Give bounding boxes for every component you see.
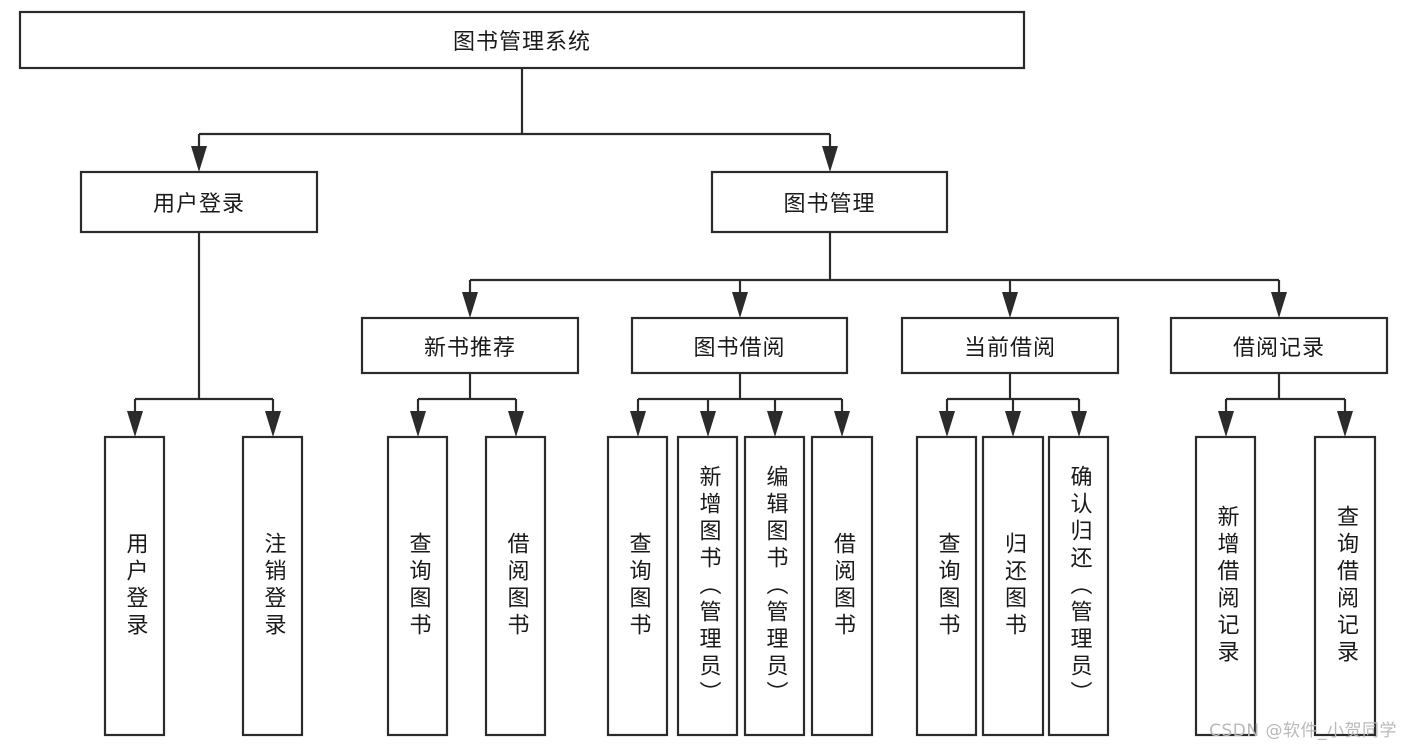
node-box-borrow-record[interactable] <box>1169 316 1389 375</box>
arrow-head-icon <box>410 411 426 437</box>
arrow-head-icon <box>265 411 281 437</box>
node-box-current-borrow[interactable] <box>900 316 1120 375</box>
connector-group-book-borrow <box>630 373 850 437</box>
node-box-leaf-borrow-book-1[interactable] <box>484 435 547 737</box>
node-box-new-book-rec[interactable] <box>360 316 580 375</box>
node-box-leaf-return-book[interactable] <box>981 435 1045 737</box>
connector-group-book-mgmt <box>462 232 1287 318</box>
node-box-leaf-query-book-2[interactable] <box>606 435 669 737</box>
node-box-leaf-user-login[interactable] <box>103 435 166 737</box>
watermark-text: CSDN @软件_小贺同学 <box>1209 721 1397 741</box>
arrow-head-icon <box>1271 292 1287 318</box>
arrow-head-icon <box>1218 411 1234 437</box>
node-box-leaf-logout[interactable] <box>241 435 304 737</box>
connector-group-user-login <box>127 232 281 437</box>
arrow-head-icon <box>508 411 524 437</box>
connector-group-borrow-record <box>1218 373 1353 437</box>
arrow-head-icon <box>1002 292 1018 318</box>
arrow-head-icon <box>1005 411 1021 437</box>
node-box-leaf-borrow-book-2[interactable] <box>810 435 874 737</box>
node-box-leaf-add-book[interactable] <box>676 435 739 737</box>
node-box-leaf-edit-book[interactable] <box>743 435 806 737</box>
arrow-head-icon <box>767 411 783 437</box>
connector-group-root <box>191 68 838 172</box>
arrow-head-icon <box>462 292 478 318</box>
arrow-head-icon <box>700 411 716 437</box>
node-box-leaf-confirm-return[interactable] <box>1047 435 1110 737</box>
connector-lines-group <box>127 68 1353 437</box>
arrow-head-icon <box>127 411 143 437</box>
arrow-head-icon <box>822 146 838 172</box>
arrow-head-icon <box>630 411 646 437</box>
node-box-book-mgmt[interactable] <box>710 170 949 234</box>
arrow-head-icon <box>191 146 207 172</box>
connector-group-current-borrow <box>939 373 1087 437</box>
node-boxes-group <box>18 10 1389 737</box>
node-box-root[interactable] <box>18 10 1026 70</box>
node-box-leaf-query-book-1[interactable] <box>386 435 449 737</box>
arrow-head-icon <box>939 411 955 437</box>
node-box-leaf-add-record[interactable] <box>1194 435 1257 737</box>
arrow-head-icon <box>1337 411 1353 437</box>
arrow-head-icon <box>834 411 850 437</box>
node-box-leaf-query-record[interactable] <box>1313 435 1377 737</box>
connector-group-new-book-rec <box>410 373 524 437</box>
node-box-leaf-query-book-3[interactable] <box>915 435 978 737</box>
arrow-head-icon <box>732 292 748 318</box>
arrow-head-icon <box>1071 411 1087 437</box>
node-box-user-login[interactable] <box>79 170 319 234</box>
node-box-book-borrow[interactable] <box>630 316 849 375</box>
